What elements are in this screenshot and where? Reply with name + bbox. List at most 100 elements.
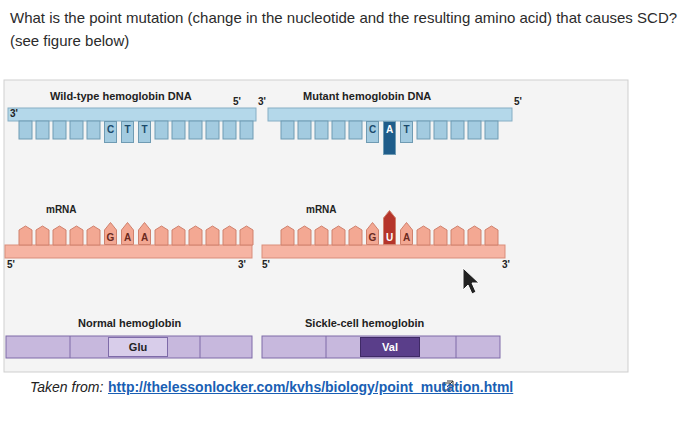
dna-codon-base: A [383, 121, 396, 155]
dna-base [189, 121, 202, 139]
base-letter: T [124, 124, 130, 136]
dna-base [36, 121, 49, 139]
dna-base [53, 121, 66, 139]
dna-base [155, 121, 168, 139]
end-label: 3' [258, 96, 266, 107]
end-label: 5' [514, 96, 522, 107]
rna-base [417, 226, 430, 245]
base-shape [367, 122, 379, 143]
rna-base [206, 226, 219, 245]
caption: Taken from: [30, 379, 103, 395]
dna-base [223, 121, 236, 139]
amino-acid-box: Val [360, 337, 420, 357]
rna-codon-base: U [383, 210, 396, 245]
rna-base [189, 226, 202, 245]
dna-base [485, 121, 498, 139]
rna-base-shape [367, 223, 379, 245]
dna-base [19, 121, 32, 139]
mrna-backbone [262, 245, 505, 258]
strand-heading: Mutant hemoglobin DNA [303, 90, 431, 102]
end-label: 5' [262, 259, 270, 270]
base-shape [105, 122, 117, 143]
base-letter: G [107, 232, 115, 244]
end-label: 3' [502, 259, 510, 270]
base-letter: A [403, 232, 410, 244]
base-letter: U [386, 232, 393, 244]
rna-base [281, 226, 294, 245]
rna-base [434, 226, 447, 245]
end-label: 5' [7, 259, 15, 270]
base-letter: T [403, 124, 409, 136]
end-label: 5' [233, 96, 241, 107]
dna-codon-base: T [400, 121, 413, 143]
rna-base [485, 226, 498, 245]
dna-backbone [8, 108, 256, 121]
rna-base-shape [105, 223, 117, 245]
dna-base [172, 121, 185, 139]
protein-bar [6, 336, 252, 358]
dna-base [417, 121, 430, 139]
rna-base [298, 226, 311, 245]
dna-codon-base: C [366, 121, 379, 143]
protein-heading: Normal hemoglobin [78, 317, 181, 329]
base-shape [401, 122, 413, 143]
rna-codon-base: G [104, 222, 117, 245]
rna-base [315, 226, 328, 245]
rna-base [349, 226, 362, 245]
amino-acid-label: Val [382, 341, 398, 353]
protein-bar [262, 336, 500, 358]
amino-acid-box: Glu [108, 337, 168, 357]
rna-base-shape [384, 211, 396, 245]
dna-base [349, 121, 362, 139]
protein-heading: Sickle-cell hemoglobin [305, 317, 424, 329]
end-label: 3' [10, 108, 18, 119]
dna-base [281, 121, 294, 139]
dna-base [315, 121, 328, 139]
rna-codon-base: G [366, 222, 379, 245]
mrna-label: mRNA [46, 204, 77, 215]
rna-base [332, 226, 345, 245]
base-letter: C [369, 124, 376, 136]
rna-base [223, 226, 236, 245]
rna-base-shape [139, 223, 151, 245]
rna-base [70, 226, 83, 245]
base-shape [384, 122, 396, 155]
rna-base-shape [122, 223, 134, 245]
rna-base [53, 226, 66, 245]
dna-base [468, 121, 481, 139]
base-letter: A [141, 232, 148, 244]
base-shape [109, 338, 168, 357]
dna-base [87, 121, 100, 139]
amino-acid-label: Glu [129, 341, 147, 353]
rna-codon-base: A [400, 222, 413, 245]
rna-base [172, 226, 185, 245]
dna-codon-base: C [104, 121, 117, 143]
dna-base [206, 121, 219, 139]
cursor-arrow [463, 268, 479, 294]
dna-base [434, 121, 447, 139]
dna-base [332, 121, 345, 139]
base-shape [361, 338, 420, 357]
base-letter: A [124, 232, 131, 244]
dna-base [298, 121, 311, 139]
rna-base [36, 226, 49, 245]
base-shape [122, 122, 134, 143]
mrna-label: mRNA [306, 204, 337, 215]
base-letter: C [107, 124, 114, 136]
end-label: 3' [238, 259, 246, 270]
base-letter: T [141, 124, 147, 136]
rna-base [87, 226, 100, 245]
rna-base [451, 226, 464, 245]
question-title: What is the point mutation (change in th… [10, 6, 680, 52]
mrna-backbone [5, 245, 252, 258]
protein-dividers [70, 336, 456, 358]
rna-base [240, 226, 253, 245]
base-letter: G [369, 232, 377, 244]
rna-base [19, 226, 32, 245]
rna-base-shape [401, 223, 413, 245]
dna-codon-base: T [138, 121, 151, 143]
rna-base [155, 226, 168, 245]
base-shape [139, 122, 151, 143]
